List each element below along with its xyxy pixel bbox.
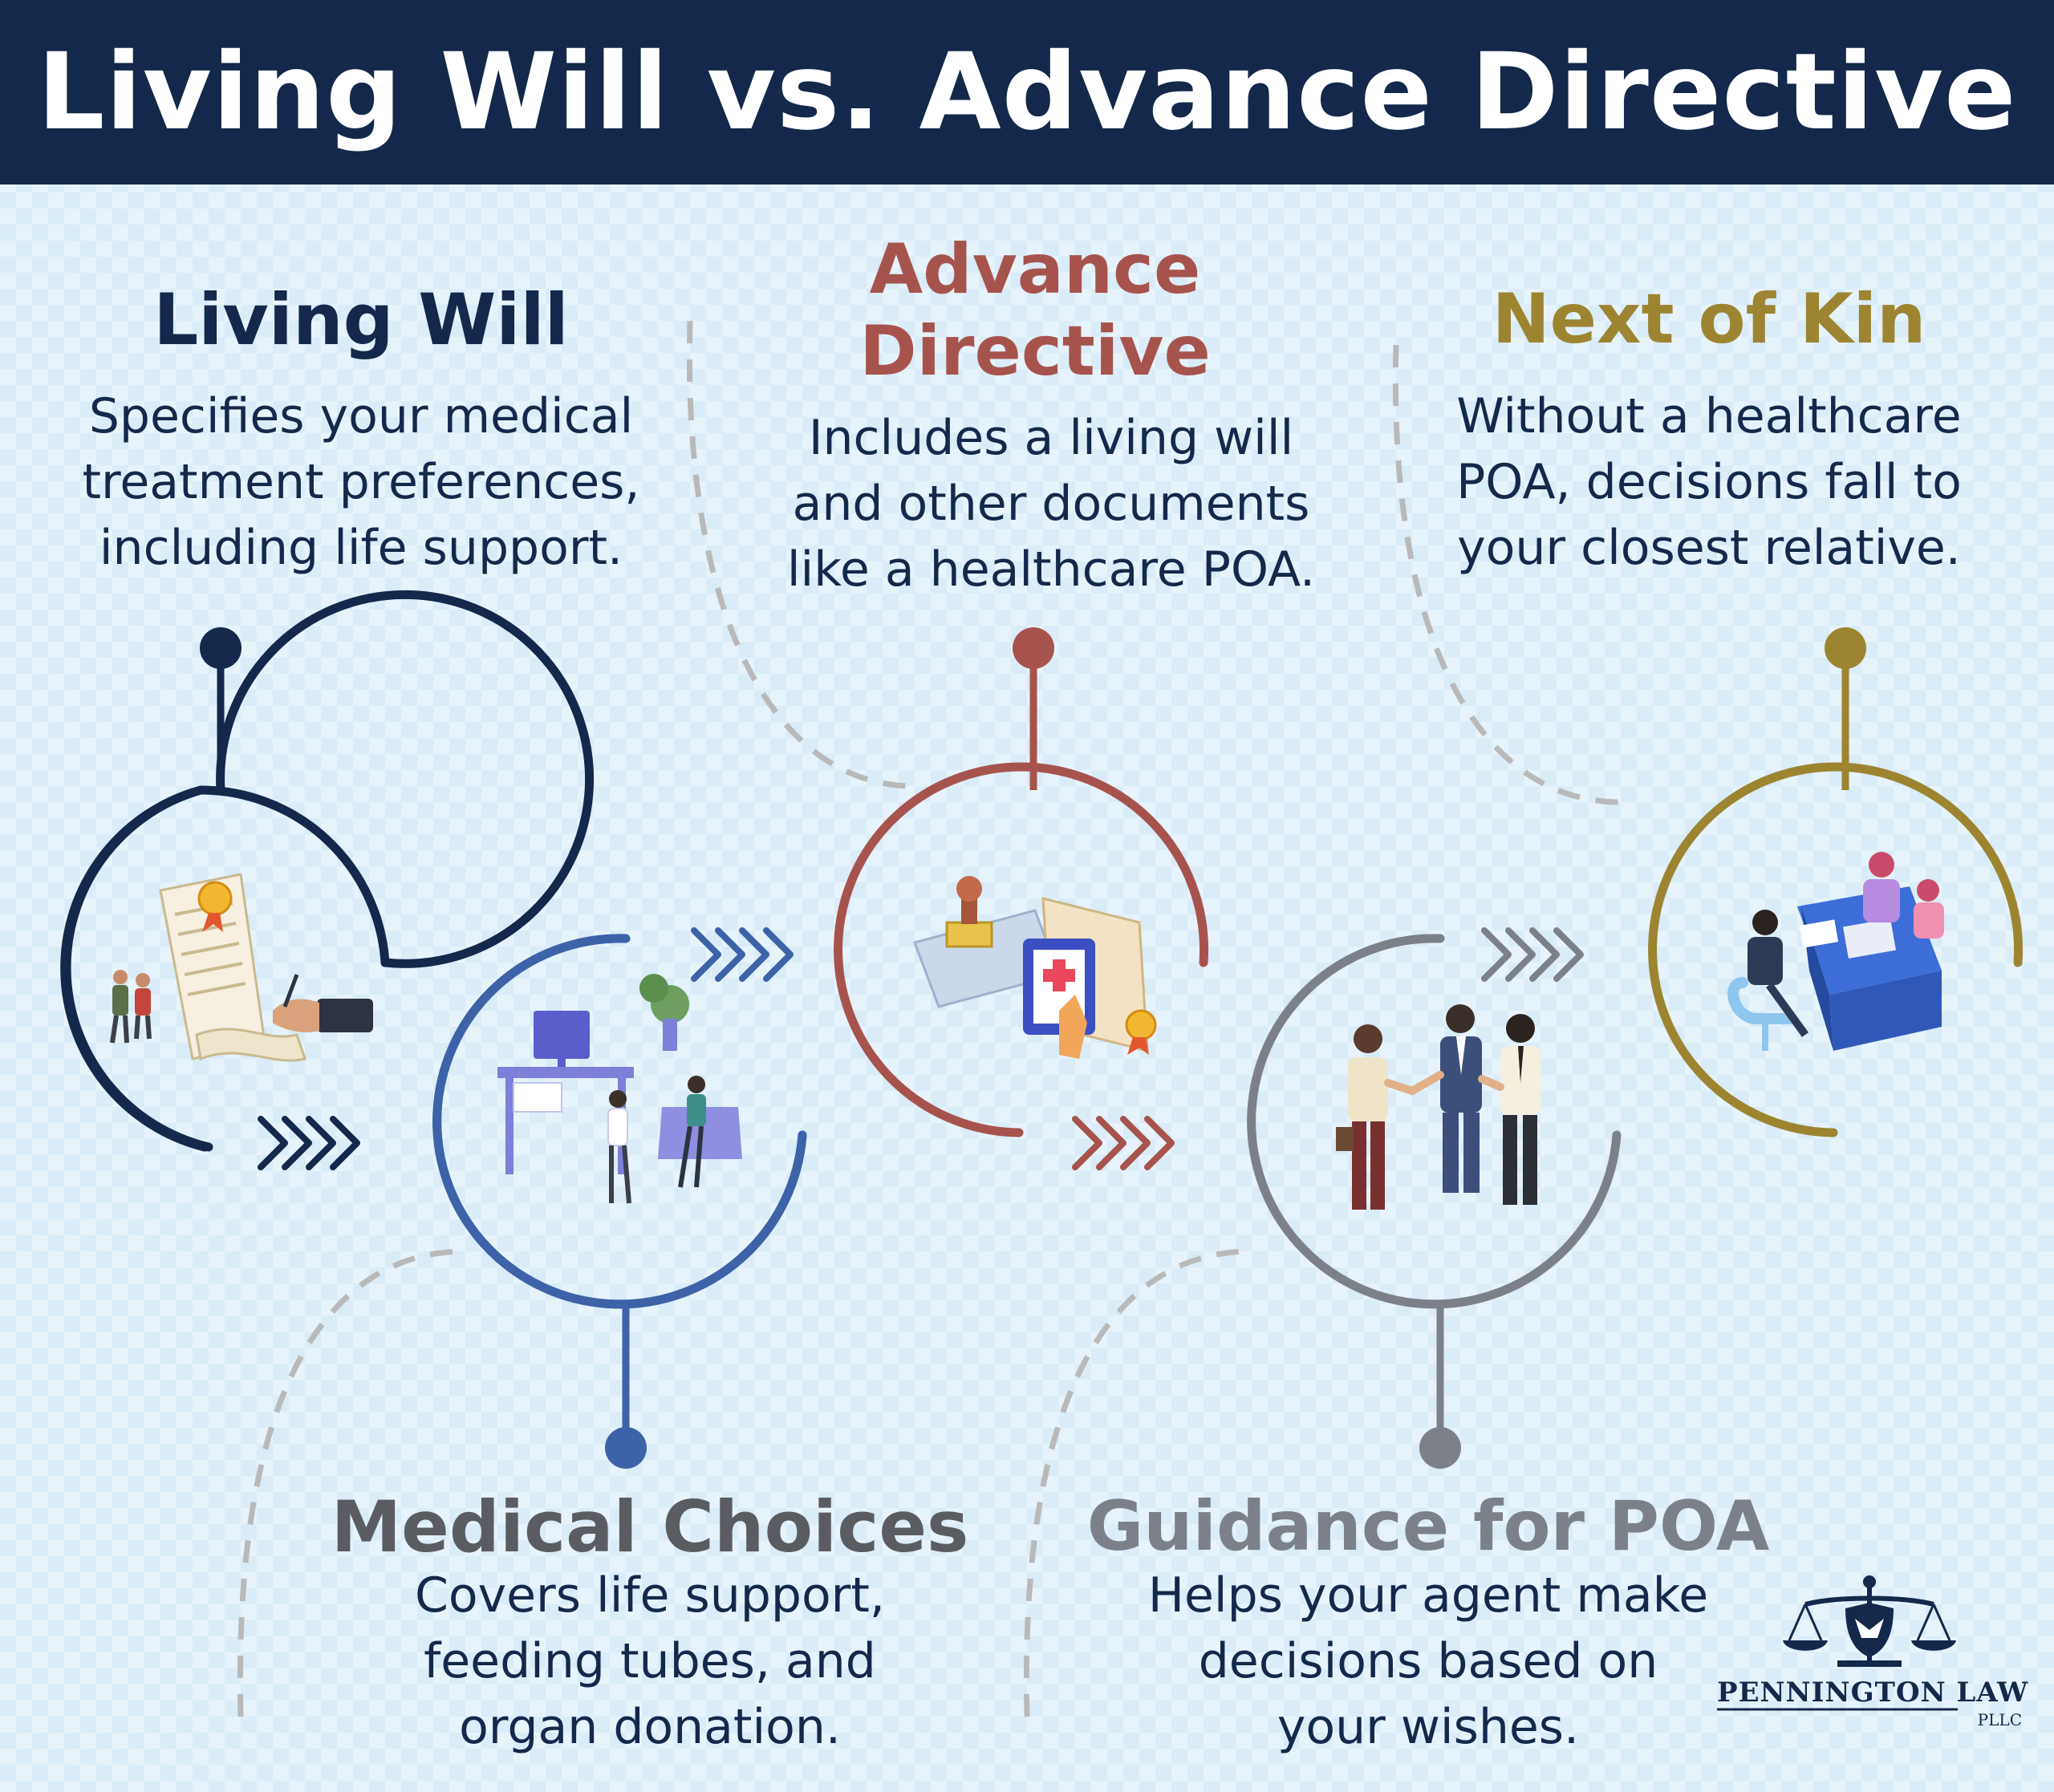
legal-documents-stamp-icon — [913, 876, 1157, 1059]
section-description-guidance-for-poa: Helps your agent make decisions based on… — [1147, 1567, 1709, 1755]
handshake-agents-icon — [1336, 1004, 1540, 1210]
family-meeting-icon — [1727, 852, 1944, 1051]
section-heading-medical-choices: Medical Choices — [331, 1486, 969, 1568]
section-heading-guidance-for-poa: Guidance for POA — [1086, 1486, 1770, 1567]
dashed-connector-arc — [1023, 1248, 1252, 1717]
section-description-advance-directive: Includes a living will and other documen… — [786, 410, 1316, 598]
section-description-medical-choices: Covers life support, feeding tubes, and … — [415, 1567, 885, 1755]
section-heading-advance-directive: Advance Directive — [859, 229, 1211, 391]
chevron-arrows-icon — [1481, 927, 1584, 982]
living-will-document-icon — [110, 873, 373, 1062]
dashed-connector-arc — [686, 320, 915, 789]
scales-of-justice-icon — [1783, 1575, 1956, 1667]
section-description-living-will: Specifies your medical treatment prefere… — [82, 388, 640, 576]
stage-medical-choices — [432, 934, 807, 1469]
chevron-arrows-icon — [1072, 1116, 1175, 1170]
stage-next-of-kin — [1648, 627, 2024, 1137]
medical-consultation-icon — [497, 974, 742, 1204]
logo-name: PENNINGTON LAW — [1717, 1676, 2029, 1709]
chevron-arrows-icon — [258, 1116, 360, 1170]
dashed-connector-arc — [1392, 344, 1622, 805]
section-description-next-of-kin: Without a healthcare POA, decisions fall… — [1456, 388, 1962, 576]
logo-suffix: PLLC — [1977, 1710, 2022, 1729]
stage-guidance-for-poa — [1247, 934, 1622, 1469]
page-title: Living Will vs. Advance Directive — [37, 30, 2017, 154]
section-heading-living-will: Living Will — [153, 278, 569, 361]
dashed-connector-arc — [237, 1248, 466, 1717]
stage-living-will — [60, 590, 595, 1152]
stage-advance-directive — [834, 627, 1209, 1137]
title-banner: Living Will vs. Advance Directive — [0, 0, 2054, 184]
section-heading-next-of-kin: Next of Kin — [1492, 279, 1926, 359]
pennington-law-logo: PENNINGTON LAW PLLC — [1717, 1572, 2029, 1733]
chevron-arrows-icon — [691, 927, 794, 982]
logo-rule — [1717, 1708, 1958, 1711]
